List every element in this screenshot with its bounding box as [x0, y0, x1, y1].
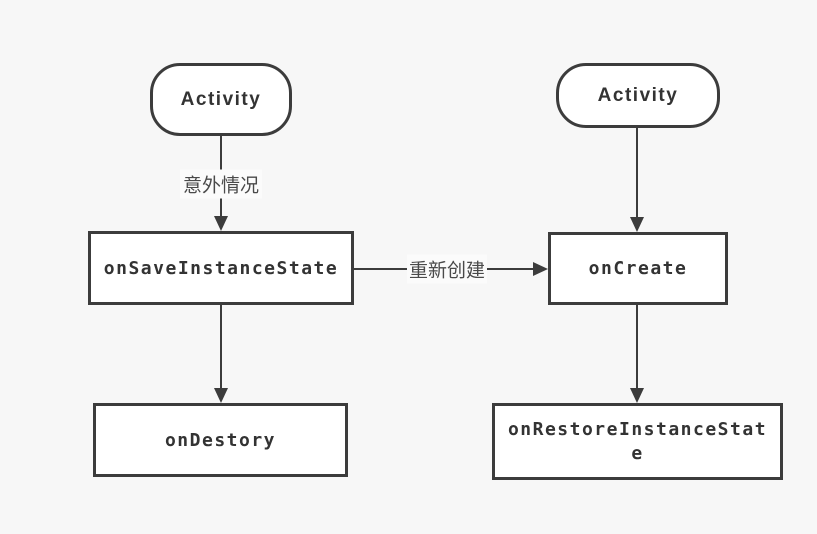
node-on-save-instance-state: onSaveInstanceState	[88, 231, 354, 305]
node-activity-right: Activity	[556, 63, 720, 128]
node-activity-left: Activity	[150, 63, 292, 136]
arrowhead-down-icon	[214, 216, 228, 231]
arrowhead-down-icon	[214, 388, 228, 403]
node-on-restore-instance-state: onRestoreInstanceState	[492, 403, 783, 480]
edge-label-recreate: 重新创建	[406, 254, 488, 284]
edge-line	[636, 305, 638, 389]
edge-line	[636, 128, 638, 218]
edge-label-unexpected-situation: 意外情况	[179, 169, 263, 199]
arrowhead-down-icon	[630, 388, 644, 403]
arrowhead-down-icon	[630, 217, 644, 232]
node-on-create: onCreate	[548, 232, 728, 305]
node-on-destory: onDestory	[93, 403, 348, 477]
edge-line	[220, 305, 222, 389]
arrowhead-right-icon	[533, 262, 548, 276]
